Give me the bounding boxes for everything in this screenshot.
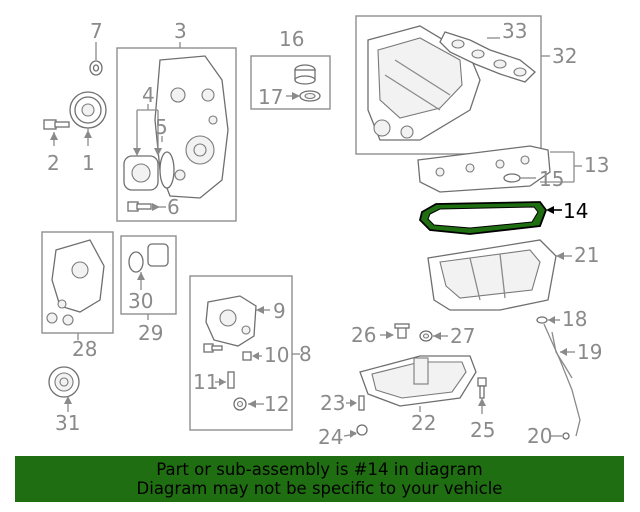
part-1-pulley[interactable] bbox=[69, 91, 107, 146]
oil-filler-group-box bbox=[250, 55, 331, 110]
callout-11: 11 bbox=[193, 370, 218, 394]
part-7-washer[interactable] bbox=[89, 42, 103, 76]
part-28-oil-pump[interactable] bbox=[46, 239, 105, 326]
intake-manifold-group-box bbox=[355, 15, 542, 155]
callout-24: 24 bbox=[318, 425, 343, 449]
banner-line-disclaimer: Diagram may not be specific to your vehi… bbox=[136, 479, 503, 498]
callout-3: 3 bbox=[174, 19, 187, 43]
part-12-valve[interactable] bbox=[233, 397, 264, 411]
callout-32: 32 bbox=[552, 44, 577, 68]
callout-8: 8 bbox=[299, 342, 312, 366]
part-19-dipstick-guide[interactable] bbox=[551, 331, 575, 379]
callout-2: 2 bbox=[47, 151, 60, 175]
callout-4: 4 bbox=[142, 83, 155, 107]
fitment-notice-banner: Part or sub-assembly is #14 in diagram D… bbox=[15, 456, 624, 502]
timing-cover-group-box bbox=[116, 47, 237, 222]
callout-18: 18 bbox=[562, 307, 587, 331]
part-20-o-ring[interactable] bbox=[550, 432, 570, 440]
callout-6: 6 bbox=[167, 195, 180, 219]
callout-19: 19 bbox=[577, 340, 602, 364]
part-4-5-leaders bbox=[133, 104, 163, 156]
callout-7: 7 bbox=[90, 19, 103, 43]
callout-17: 17 bbox=[258, 85, 283, 109]
oil-control-group-box bbox=[189, 275, 293, 431]
callout-15: 15 bbox=[539, 167, 564, 191]
part-21-oil-pan[interactable] bbox=[427, 239, 572, 311]
part-9-housing[interactable] bbox=[205, 295, 270, 347]
callout-14: 14 bbox=[563, 199, 588, 223]
callout-16: 16 bbox=[279, 27, 304, 51]
callout-31: 31 bbox=[55, 411, 80, 435]
callout-21: 21 bbox=[574, 243, 599, 267]
callout-25: 25 bbox=[470, 418, 495, 442]
part-30-oil-filter[interactable] bbox=[128, 243, 169, 290]
banner-line-part: Part or sub-assembly is #14 in diagram bbox=[156, 460, 483, 479]
callout-26: 26 bbox=[351, 323, 376, 347]
part-33-gasket[interactable] bbox=[439, 31, 536, 83]
part-23-stud[interactable] bbox=[346, 395, 365, 411]
part-31-pulley[interactable] bbox=[48, 366, 80, 412]
callout-29: 29 bbox=[138, 321, 163, 345]
callout-20: 20 bbox=[527, 424, 552, 448]
part-11-sensor[interactable] bbox=[215, 371, 235, 389]
part-18-dipstick[interactable] bbox=[536, 316, 581, 437]
part-26-bolt[interactable] bbox=[380, 323, 410, 339]
part-2-bolt[interactable] bbox=[43, 119, 70, 146]
part-16-oil-filler-cap[interactable] bbox=[294, 64, 316, 85]
part-13-leader bbox=[540, 151, 582, 183]
callout-30: 30 bbox=[128, 289, 153, 313]
part-32-intake-manifold[interactable] bbox=[367, 25, 481, 141]
callout-33: 33 bbox=[502, 19, 527, 43]
part-6-bolt[interactable] bbox=[127, 201, 166, 212]
callout-27: 27 bbox=[450, 324, 475, 348]
callout-10: 10 bbox=[264, 343, 289, 367]
callout-1: 1 bbox=[82, 151, 95, 175]
callout-23: 23 bbox=[320, 391, 345, 415]
callout-12: 12 bbox=[264, 392, 289, 416]
part-27-washer[interactable] bbox=[419, 330, 448, 342]
part-4-water-pump[interactable] bbox=[123, 155, 159, 191]
callout-22: 22 bbox=[411, 411, 436, 435]
part-10-bolt[interactable] bbox=[203, 343, 262, 361]
part-25-bolt[interactable] bbox=[477, 377, 487, 414]
callout-13: 13 bbox=[584, 153, 609, 177]
callout-5: 5 bbox=[155, 115, 168, 139]
part-14-oil-pan-gasket[interactable] bbox=[419, 201, 562, 235]
part-22-lower-oil-pan[interactable] bbox=[359, 355, 477, 412]
callout-9: 9 bbox=[273, 299, 286, 323]
part-5-gasket[interactable] bbox=[159, 151, 175, 189]
callout-28: 28 bbox=[72, 337, 97, 361]
part-15-gasket[interactable] bbox=[503, 173, 536, 183]
part-13-valve-cover[interactable] bbox=[417, 145, 551, 193]
part-17-gasket[interactable] bbox=[286, 90, 321, 102]
part-24-drain-plug[interactable] bbox=[343, 424, 368, 438]
